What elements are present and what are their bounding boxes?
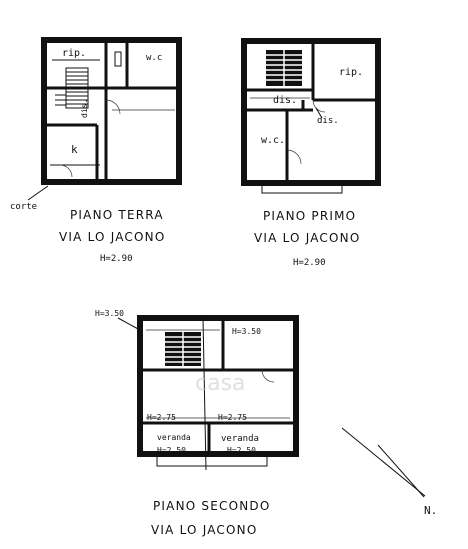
- first-room-dis-2: dis.: [317, 116, 339, 126]
- second-room-veranda-right: veranda: [221, 434, 259, 444]
- second-height-room-right: H=3.50: [232, 327, 261, 336]
- second-height-veranda-right: H=2.50: [227, 446, 256, 455]
- first-floor-height: H=2.90: [293, 258, 326, 268]
- second-floor-title: PIANO SECONDO: [153, 499, 271, 513]
- ground-label-corte: corte: [10, 202, 37, 212]
- second-stair: [165, 332, 201, 366]
- first-room-dis: dis.: [273, 95, 297, 106]
- first-stair: [266, 50, 302, 86]
- ground-room-wc: w.c: [146, 53, 162, 63]
- north-arrow-icon: [341, 427, 426, 498]
- first-floor-title: PIANO PRIMO: [263, 209, 356, 223]
- second-height-left-main: H=2.75: [147, 413, 176, 422]
- second-height-veranda-left: H=2.50: [157, 446, 186, 455]
- ground-floor-street: VIA LO JACONO: [59, 230, 165, 244]
- ground-room-rip: rip.: [62, 48, 86, 59]
- second-floor-plan: H=3.50 H=3.50 H=2.75 H=2.75 veranda vera…: [95, 309, 299, 471]
- ground-floor-height: H=2.90: [100, 254, 133, 264]
- ground-room-k: k: [71, 143, 78, 156]
- second-height-stair: H=3.50: [95, 309, 124, 318]
- second-floor-street: VIA LO JACONO: [151, 523, 257, 537]
- first-floor-plan: rip. dis. dis. w.c.: [241, 38, 381, 194]
- ground-room-dis: dis.: [80, 99, 89, 118]
- second-room-veranda-left: veranda: [157, 433, 191, 442]
- ground-floor-plan: rip. w.c dis. k corte: [10, 37, 182, 212]
- first-room-wc: w.c.: [261, 135, 285, 146]
- watermark-logo: casa: [195, 371, 246, 396]
- second-height-right-main: H=2.75: [218, 413, 247, 422]
- ground-stair: [55, 67, 89, 109]
- first-floor-street: VIA LO JACONO: [254, 231, 360, 245]
- first-room-rip: rip.: [339, 67, 363, 78]
- north-label: N.: [424, 504, 437, 517]
- ground-floor-title: PIANO TERRA: [70, 208, 164, 222]
